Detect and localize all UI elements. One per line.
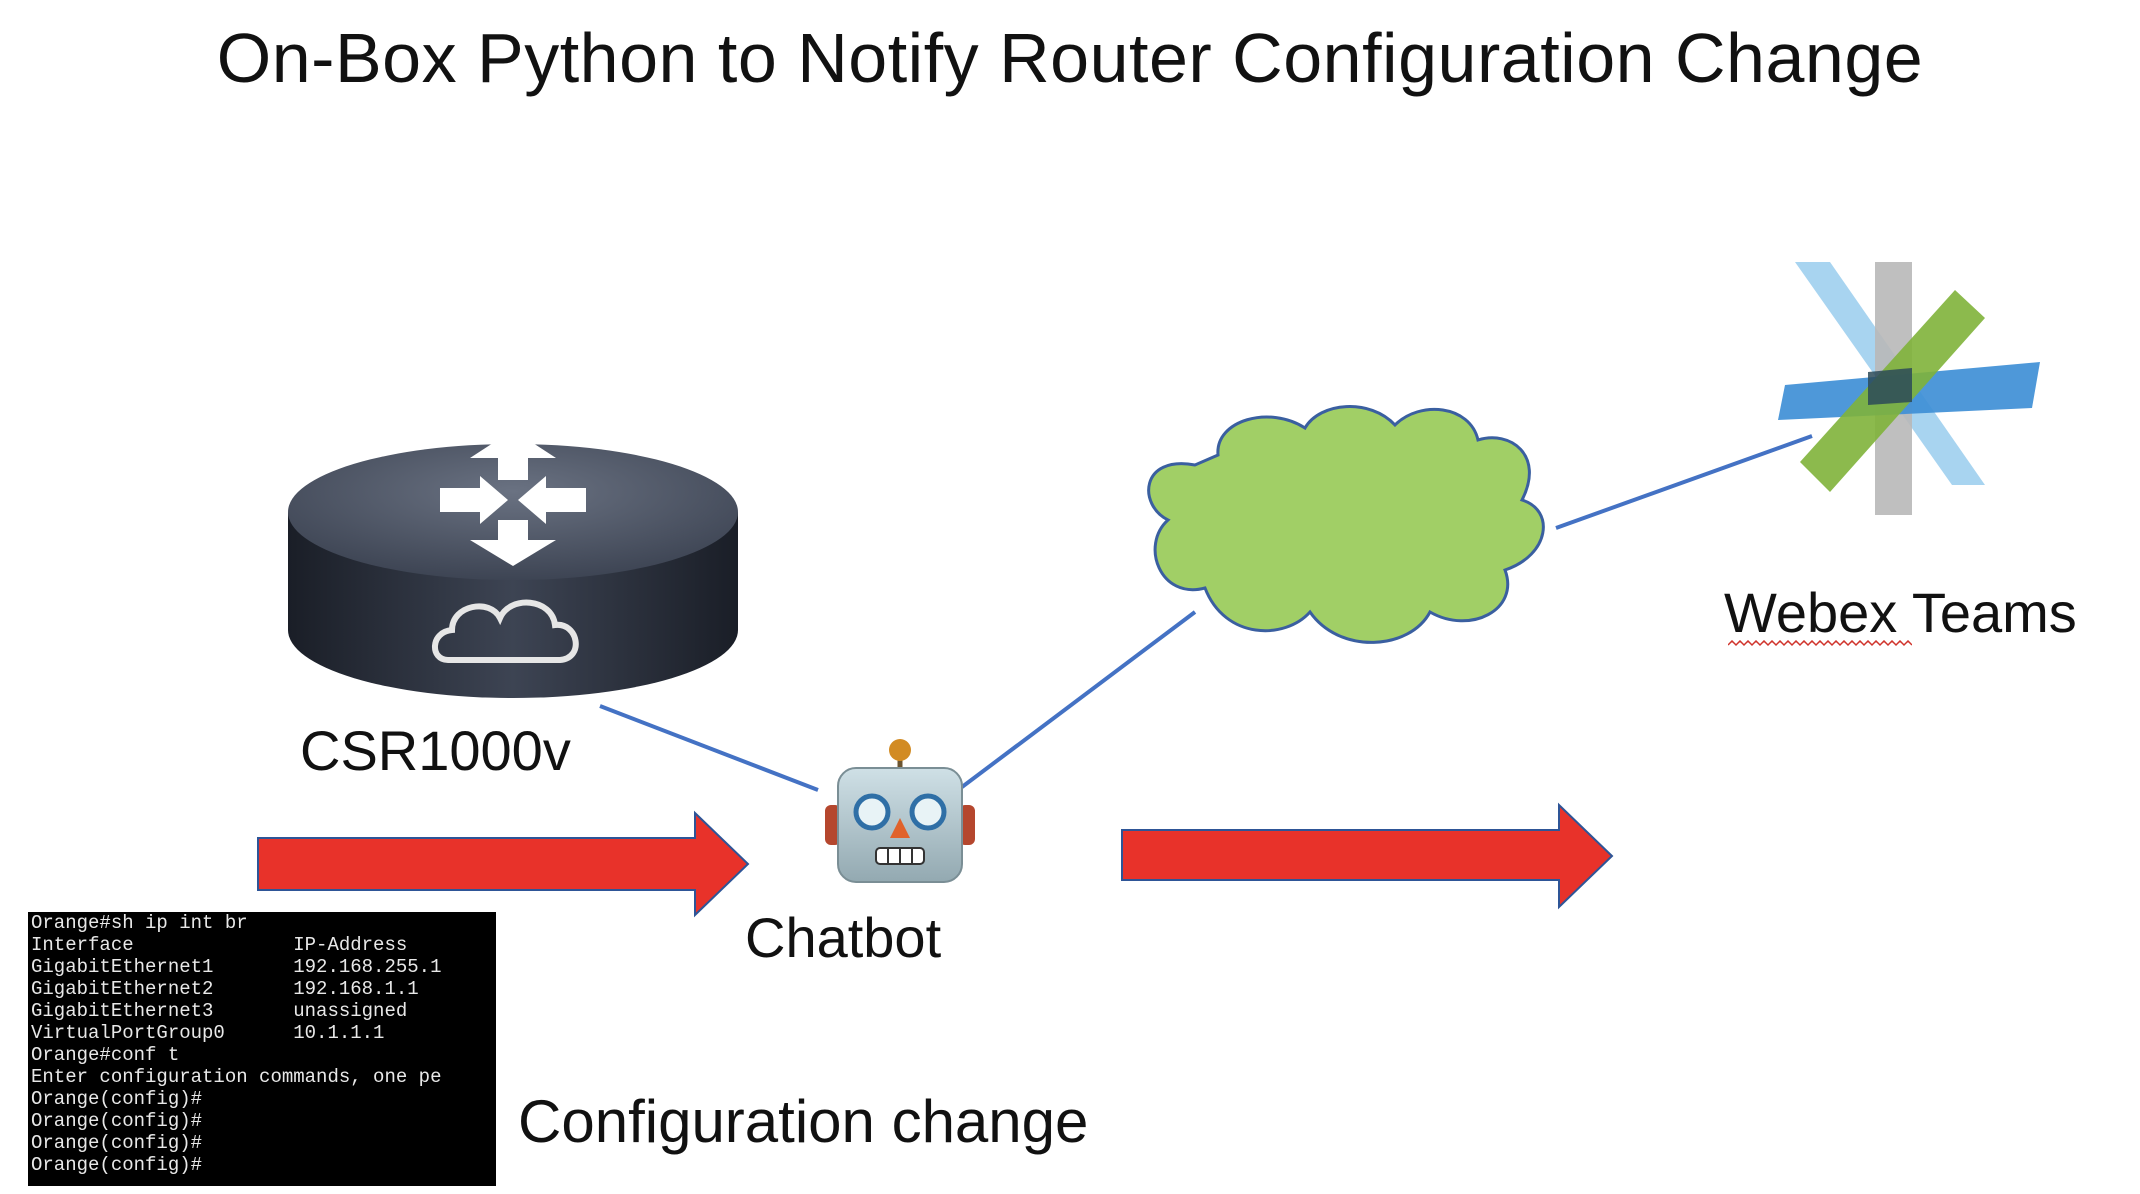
terminal-line: Orange#sh ip int br bbox=[31, 912, 248, 934]
webex-teams-icon bbox=[1778, 262, 2040, 515]
terminal-line: GigabitEthernet3 unassigned bbox=[31, 1000, 408, 1022]
flow-arrow-left bbox=[257, 810, 750, 918]
terminal-screenshot: Orange#sh ip int br Interface IP-Address… bbox=[28, 912, 496, 1186]
chatbot-label: Chatbot bbox=[745, 906, 942, 969]
terminal-line: Interface IP-Address bbox=[31, 934, 408, 956]
connector-cloud-webex bbox=[1555, 434, 1813, 530]
cloud-icon bbox=[1147, 405, 1545, 644]
flow-arrow-right bbox=[1121, 802, 1614, 910]
terminal-line: Orange#conf t bbox=[31, 1044, 180, 1066]
connector-router-chatbot bbox=[599, 704, 819, 792]
terminal-line: Orange(config)# bbox=[31, 1088, 203, 1110]
terminal-line: VirtualPortGroup0 10.1.1.1 bbox=[31, 1022, 385, 1044]
router-label: CSR1000v bbox=[300, 719, 571, 782]
connector-lines bbox=[599, 434, 1813, 792]
terminal-line: GigabitEthernet1 192.168.255.1 bbox=[31, 956, 442, 978]
page-title: On-Box Python to Notify Router Configura… bbox=[216, 19, 1924, 97]
robot-icon bbox=[825, 739, 975, 883]
terminal-line: GigabitEthernet2 192.168.1.1 bbox=[31, 978, 419, 1000]
spellcheck-underline bbox=[1728, 640, 1912, 647]
terminal-line: Enter configuration commands, one pe bbox=[31, 1066, 442, 1088]
terminal-line: Orange(config)# bbox=[31, 1132, 203, 1154]
router-icon bbox=[288, 430, 738, 698]
configuration-change-caption: Configuration change bbox=[518, 1088, 1089, 1155]
terminal-line: Orange(config)# bbox=[31, 1110, 203, 1132]
terminal-line: Orange(config)# bbox=[31, 1154, 203, 1176]
connector-chatbot-cloud bbox=[956, 610, 1197, 792]
webex-label: Webex Teams bbox=[1724, 581, 2077, 644]
